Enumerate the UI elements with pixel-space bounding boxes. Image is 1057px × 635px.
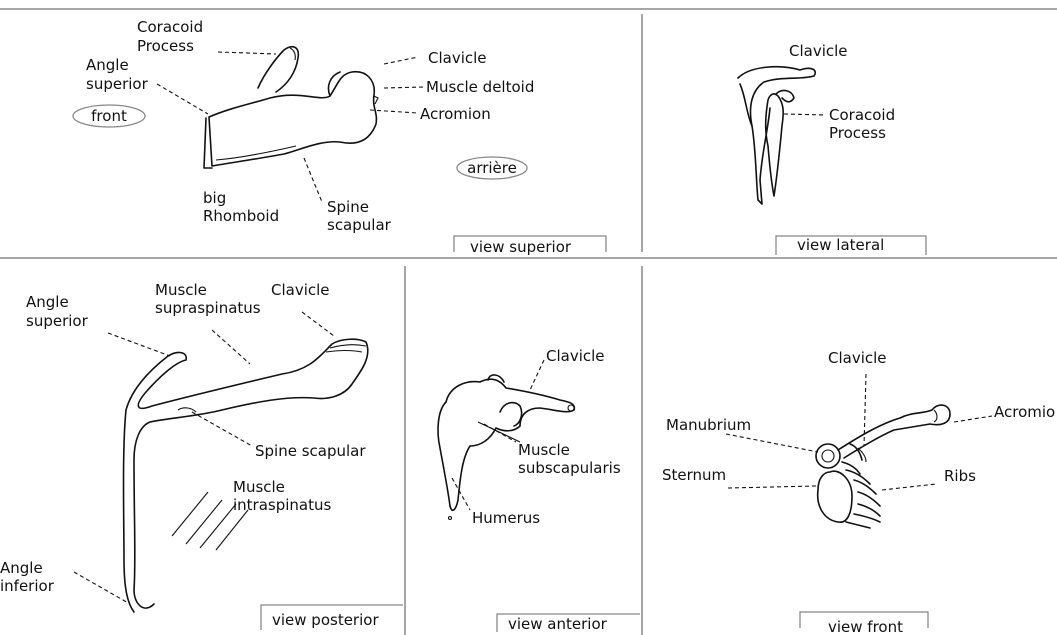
label-clavicle-front: Clavicle [828,349,887,367]
superior-leader-lines [157,52,424,202]
label-spine-scapular-superior-line2: scapular [327,216,392,234]
label-coracoid-process-superior-line2: Process [137,37,194,55]
label-coracoid-process-lateral-line1: Coracoid [829,106,895,124]
caption-view-anterior: view anterior [508,615,608,633]
scapula-superior-drawing [204,47,378,168]
label-angle-superior-line2: superior [86,75,149,93]
label-clavicle-lateral: Clavicle [789,42,848,60]
tag-front: front [91,107,127,125]
label-manubrium: Manubrium [666,416,751,434]
label-angle-inferior-line2: inferior [0,577,55,595]
label-coracoid-process-lateral-line2: Process [829,124,886,142]
caption-view-superior: view superior [470,238,572,256]
label-muscle-supraspinatus-line2: supraspinatus [155,299,261,317]
label-angle-inferior-line1: Angle [0,559,43,577]
label-spine-scapular-superior-line1: Spine [327,198,369,216]
label-muscle-subscapularis-line2: subscapularis [518,459,621,477]
panel-anterior-view: Clavicle Muscle subscapularis Humerus vi… [438,347,640,633]
caption-view-lateral: view lateral [797,236,884,254]
caption-view-front: view front [828,618,903,635]
label-muscle-intraspinatus-line1: Muscle [233,478,285,496]
label-big-rhomboid-line1: big [203,189,226,207]
label-muscle-subscapularis-line1: Muscle [518,441,570,459]
label-acromion-front: Acromio [994,403,1055,421]
label-big-rhomboid-line2: Rhomboid [203,207,279,225]
label-clavicle-superior: Clavicle [428,49,487,67]
label-acromion-superior: Acromion [420,105,491,123]
label-humerus: Humerus [472,509,540,527]
panel-posterior-view: Angle superior Muscle supraspinatus Clav… [0,281,403,630]
panel-front-view: Clavicle Manubrium Acromio Sternum Ribs … [662,349,1055,635]
label-angle-superior-line1: Angle [86,56,129,74]
label-spine-scapular-posterior: Spine scapular [255,442,366,460]
label-clavicle-posterior: Clavicle [271,281,330,299]
label-coracoid-process-superior-line1: Coracoid [137,18,203,36]
label-angle-superior-posterior-line1: Angle [26,293,69,311]
label-ribs: Ribs [944,467,976,485]
label-angle-superior-posterior-line2: superior [26,312,89,330]
label-muscle-supraspinatus-line1: Muscle [155,281,207,299]
label-muscle-deltoid: Muscle deltoid [426,78,534,96]
lateral-leader-lines [784,114,826,115]
panel-superior-view: Coracoid Process Angle superior Clavicle… [73,18,606,256]
scapula-lateral-drawing [738,67,815,204]
label-sternum: Sternum [662,466,726,484]
label-clavicle-anterior: Clavicle [546,347,605,365]
panel-lateral-view: Clavicle Coracoid Process view lateral [738,42,926,255]
panel-dividers [0,9,1057,635]
caption-view-posterior: view posterior [272,611,379,629]
tag-arriere: arrière [467,159,517,177]
label-muscle-intraspinatus-line2: intraspinatus [233,496,332,514]
thorax-front-drawing [816,405,950,528]
scapula-posterior-drawing [124,339,368,612]
